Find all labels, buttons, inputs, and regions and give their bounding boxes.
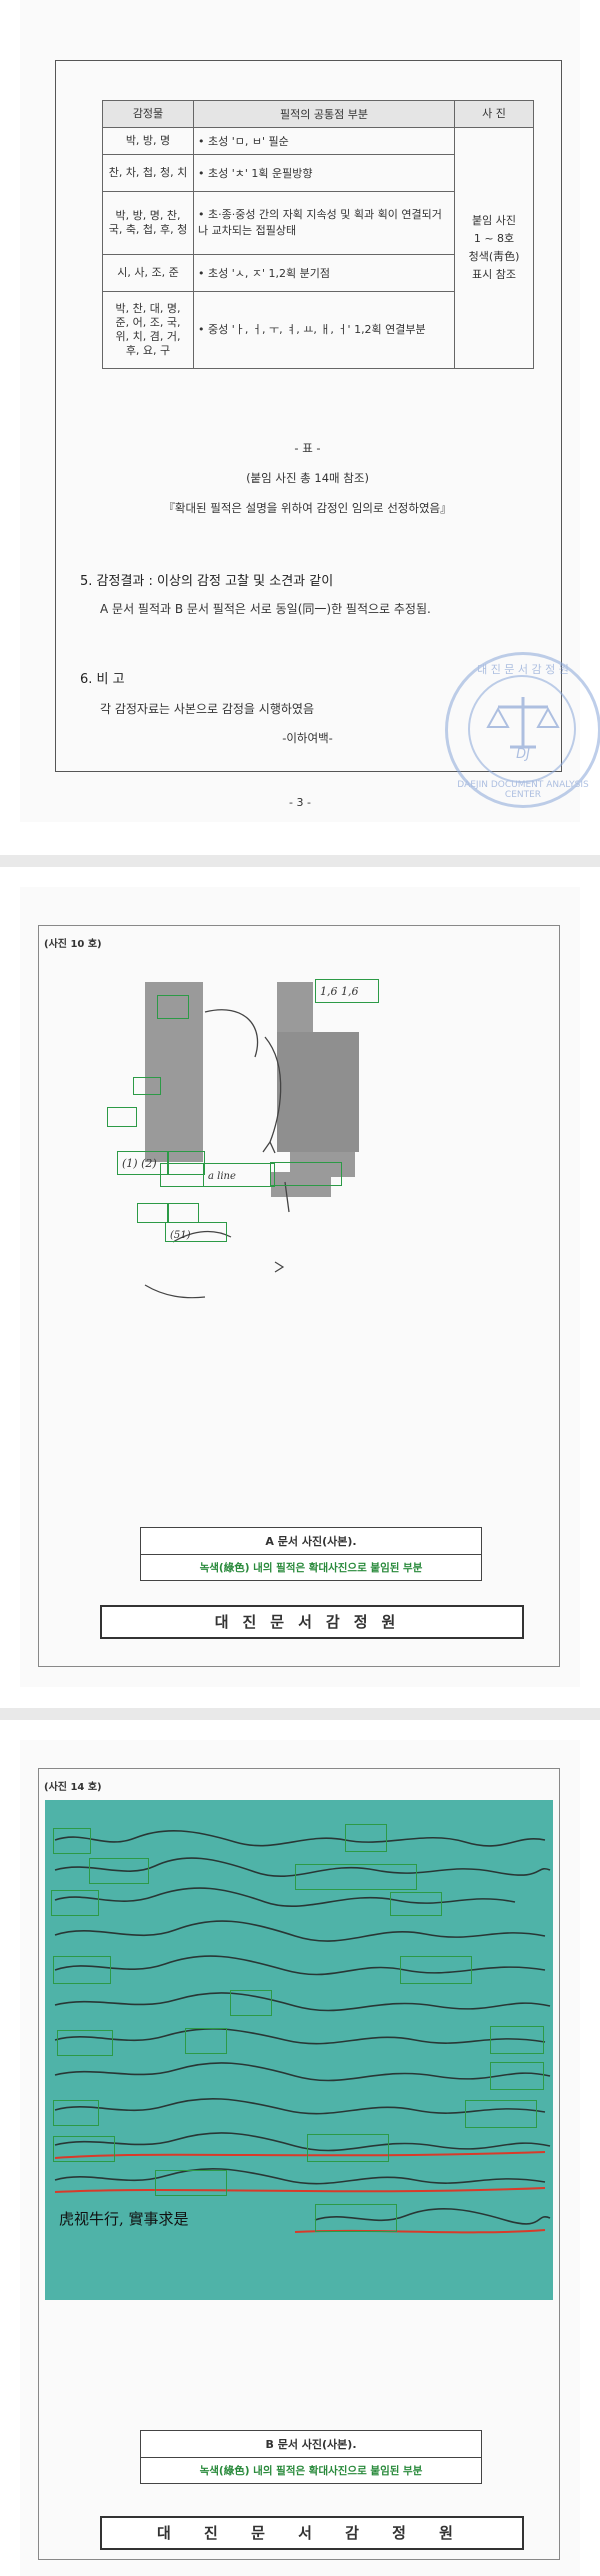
end-note: -이하여백- xyxy=(282,731,333,745)
table-row: 박, 찬, 대, 명, 준, 어, 조, 국, 위, 치, 겸, 거, 후, 요… xyxy=(102,291,534,369)
highlight-box xyxy=(315,2204,397,2232)
seal-top-text: 대 진 문 서 감 정 원 xyxy=(477,663,569,676)
highlight-box xyxy=(160,1163,204,1187)
redaction-block xyxy=(277,1032,359,1152)
highlight-box xyxy=(53,2136,115,2162)
chars-cell: 박, 방, 명 xyxy=(102,127,194,155)
caption-box: A 문서 사진(사본). 녹색(綠色) 내의 필적은 확대사진으로 붙임된 부분 xyxy=(140,1527,482,1581)
table-row: 시, 사, 조, 준 • 초성 'ㅅ, ㅈ' 1,2획 분기점 xyxy=(102,254,534,292)
seal-stamp: 대 진 문 서 감 정 원 DJ DAEJIN DOCUMENT ANALYSI… xyxy=(445,652,600,808)
caption-note: 녹색(綠色) 내의 필적은 확대사진으로 붙임된 부분 xyxy=(199,2465,423,2477)
seal-inner-ring xyxy=(468,675,576,783)
section6-title: 6. 비 고 xyxy=(80,672,125,687)
photo-note-line: 1 ~ 8호 xyxy=(473,232,515,245)
org-banner: 대 진 문 서 감 정 원 xyxy=(100,2516,524,2550)
printed-motto: 虎视牛行, 實事求是 xyxy=(59,2210,189,2228)
photo-page-14: (사진 14 호) xyxy=(20,1740,580,2576)
feature-cell: • 초성 'ㅅ, ㅈ' 1,2획 분기점 xyxy=(193,254,455,292)
highlight-box: a line xyxy=(203,1163,275,1187)
handwritten-text: a line xyxy=(208,1171,236,1182)
handwritten-text: 1,6 1,6 xyxy=(320,985,359,998)
page-number: - 3 - xyxy=(289,796,311,809)
photo-label: (사진 10 호) xyxy=(44,939,102,950)
feature-cell: • 초성 'ㅊ' 1획 운필방향 xyxy=(193,154,455,192)
highlight-box: 1,6 1,6 xyxy=(315,979,379,1003)
photo-note-line: 붙임 사진 xyxy=(472,214,516,227)
highlight-box xyxy=(230,1990,272,2016)
chars-cell: 시, 사, 조, 준 xyxy=(102,254,194,292)
highlight-box xyxy=(185,2028,227,2054)
header-cell: 필적의 공통점 부분 xyxy=(193,100,455,128)
page-outline xyxy=(38,1768,560,2560)
feature-cell: • 초성 'ㅁ, ㅂ' 필순 xyxy=(193,127,455,155)
section5-body: A 문서 필적과 B 문서 필적은 서로 동일(同一)한 필적으로 추정됨. xyxy=(100,602,431,616)
section6-body: 각 감정자료는 사본으로 감정을 시행하였음 xyxy=(100,702,314,716)
magnify-note: 『확대된 필적은 설명을 위하여 감정인 임의로 선정하였음』 xyxy=(163,501,452,515)
seal-monogram: DJ xyxy=(516,747,530,762)
highlight-box xyxy=(53,2100,99,2126)
highlight-box xyxy=(155,2170,227,2196)
highlight-box xyxy=(89,1858,149,1884)
seal-bottom-text: DAEJIN DOCUMENT ANALYSIS CENTER xyxy=(457,780,589,800)
feature-cell: • 초·종·중성 간의 자획 지속성 및 획과 획이 연결되거나 교차되는 접필… xyxy=(193,191,455,255)
highlight-box xyxy=(295,1864,417,1890)
photo-note-cell: 붙임 사진 1 ~ 8호 청색(靑色) 표시 참조 xyxy=(454,127,534,369)
comparison-table: 감정물 필적의 공통점 부분 사 진 박, 방, 명 • 초성 'ㅁ, ㅂ' 필… xyxy=(102,100,534,369)
chars-cell: 찬, 차, 첩, 청, 치 xyxy=(102,154,194,192)
feature-cell: • 중성 'ㅏ, ㅓ, ㅜ, ㅕ, ㅛ, ㅐ, ㅓ' 1,2획 연결부분 xyxy=(193,291,455,369)
photo-note-line: 청색(靑色) xyxy=(468,250,520,263)
highlight-box xyxy=(51,1890,99,1916)
highlight-box xyxy=(157,995,189,1019)
page-frame xyxy=(55,60,562,772)
highlight-box xyxy=(137,1203,169,1223)
highlight-box xyxy=(400,1956,472,1984)
highlight-box xyxy=(345,1824,387,1852)
table-row: 찬, 차, 첩, 청, 치 • 초성 'ㅊ' 1획 운필방향 xyxy=(102,154,534,192)
header-cell: 감정물 xyxy=(102,100,194,128)
page-separator xyxy=(0,1708,600,1720)
handwritten-text: (51) xyxy=(170,1230,191,1241)
table-header-row: 감정물 필적의 공통점 부분 사 진 xyxy=(102,100,534,128)
report-page-3: 감정물 필적의 공통점 부분 사 진 박, 방, 명 • 초성 'ㅁ, ㅂ' 필… xyxy=(20,0,600,822)
table-label: - 표 - xyxy=(294,441,321,455)
highlight-box: (51) xyxy=(165,1222,227,1242)
scales-icon xyxy=(486,697,560,749)
org-banner: 대진문서감정원 xyxy=(100,1605,524,1639)
highlight-box xyxy=(167,1203,199,1223)
highlight-box xyxy=(53,1828,91,1854)
photo-page-10: (사진 10 호) 1,6 1,6 (1) (2) a line xyxy=(20,887,580,1687)
caption-title: A 문서 사진(사본). xyxy=(141,1528,481,1555)
photo-note-line: 표시 참조 xyxy=(472,268,516,281)
section5-title: 5. 감정결과 : 이상의 감정 고찰 및 소견과 같이 xyxy=(80,574,334,589)
highlight-box xyxy=(465,2100,537,2128)
handwriting-strokes xyxy=(144,1009,290,1299)
redaction-block xyxy=(290,1152,355,1177)
highlight-box xyxy=(390,1892,442,1916)
caption-box: B 문서 사진(사본). 녹색(綠色) 내의 필적은 확대사진으로 붙임된 부분 xyxy=(140,2430,482,2484)
highlight-box xyxy=(490,2062,544,2090)
highlight-box xyxy=(490,2026,544,2054)
page-outline xyxy=(38,925,560,1667)
caption-note: 녹색(綠色) 내의 필적은 확대사진으로 붙임된 부분 xyxy=(199,1562,423,1574)
handwritten-text: (1) (2) xyxy=(122,1157,157,1170)
document-b-photo: 虎视牛行, 實事求是 xyxy=(45,1800,553,2300)
redaction-block xyxy=(145,982,203,1162)
handwriting-lines xyxy=(54,1830,551,2234)
highlight-box xyxy=(107,1107,137,1127)
highlight-box xyxy=(270,1162,342,1186)
photo-label: (사진 14 호) xyxy=(44,1782,102,1793)
table-row: 박, 방, 명 • 초성 'ㅁ, ㅂ' 필순 붙임 사진 1 ~ 8호 청색(靑… xyxy=(102,127,534,369)
chars-cell: 박, 방, 명, 찬, 국, 축, 첩, 후, 청 xyxy=(102,191,194,255)
document-a-photo: 1,6 1,6 (1) (2) a line (51) xyxy=(107,967,495,1337)
highlight-box xyxy=(133,1077,161,1095)
header-cell: 사 진 xyxy=(454,100,534,128)
attached-note: (붙임 사진 총 14매 참조) xyxy=(246,471,369,485)
highlight-box xyxy=(57,2030,113,2056)
caption-title: B 문서 사진(사본). xyxy=(141,2431,481,2458)
chars-cell: 박, 찬, 대, 명, 준, 어, 조, 국, 위, 치, 겸, 거, 후, 요… xyxy=(102,291,194,369)
page-separator xyxy=(0,855,600,867)
highlight-box xyxy=(307,2134,389,2162)
highlight-box xyxy=(53,1956,111,1984)
